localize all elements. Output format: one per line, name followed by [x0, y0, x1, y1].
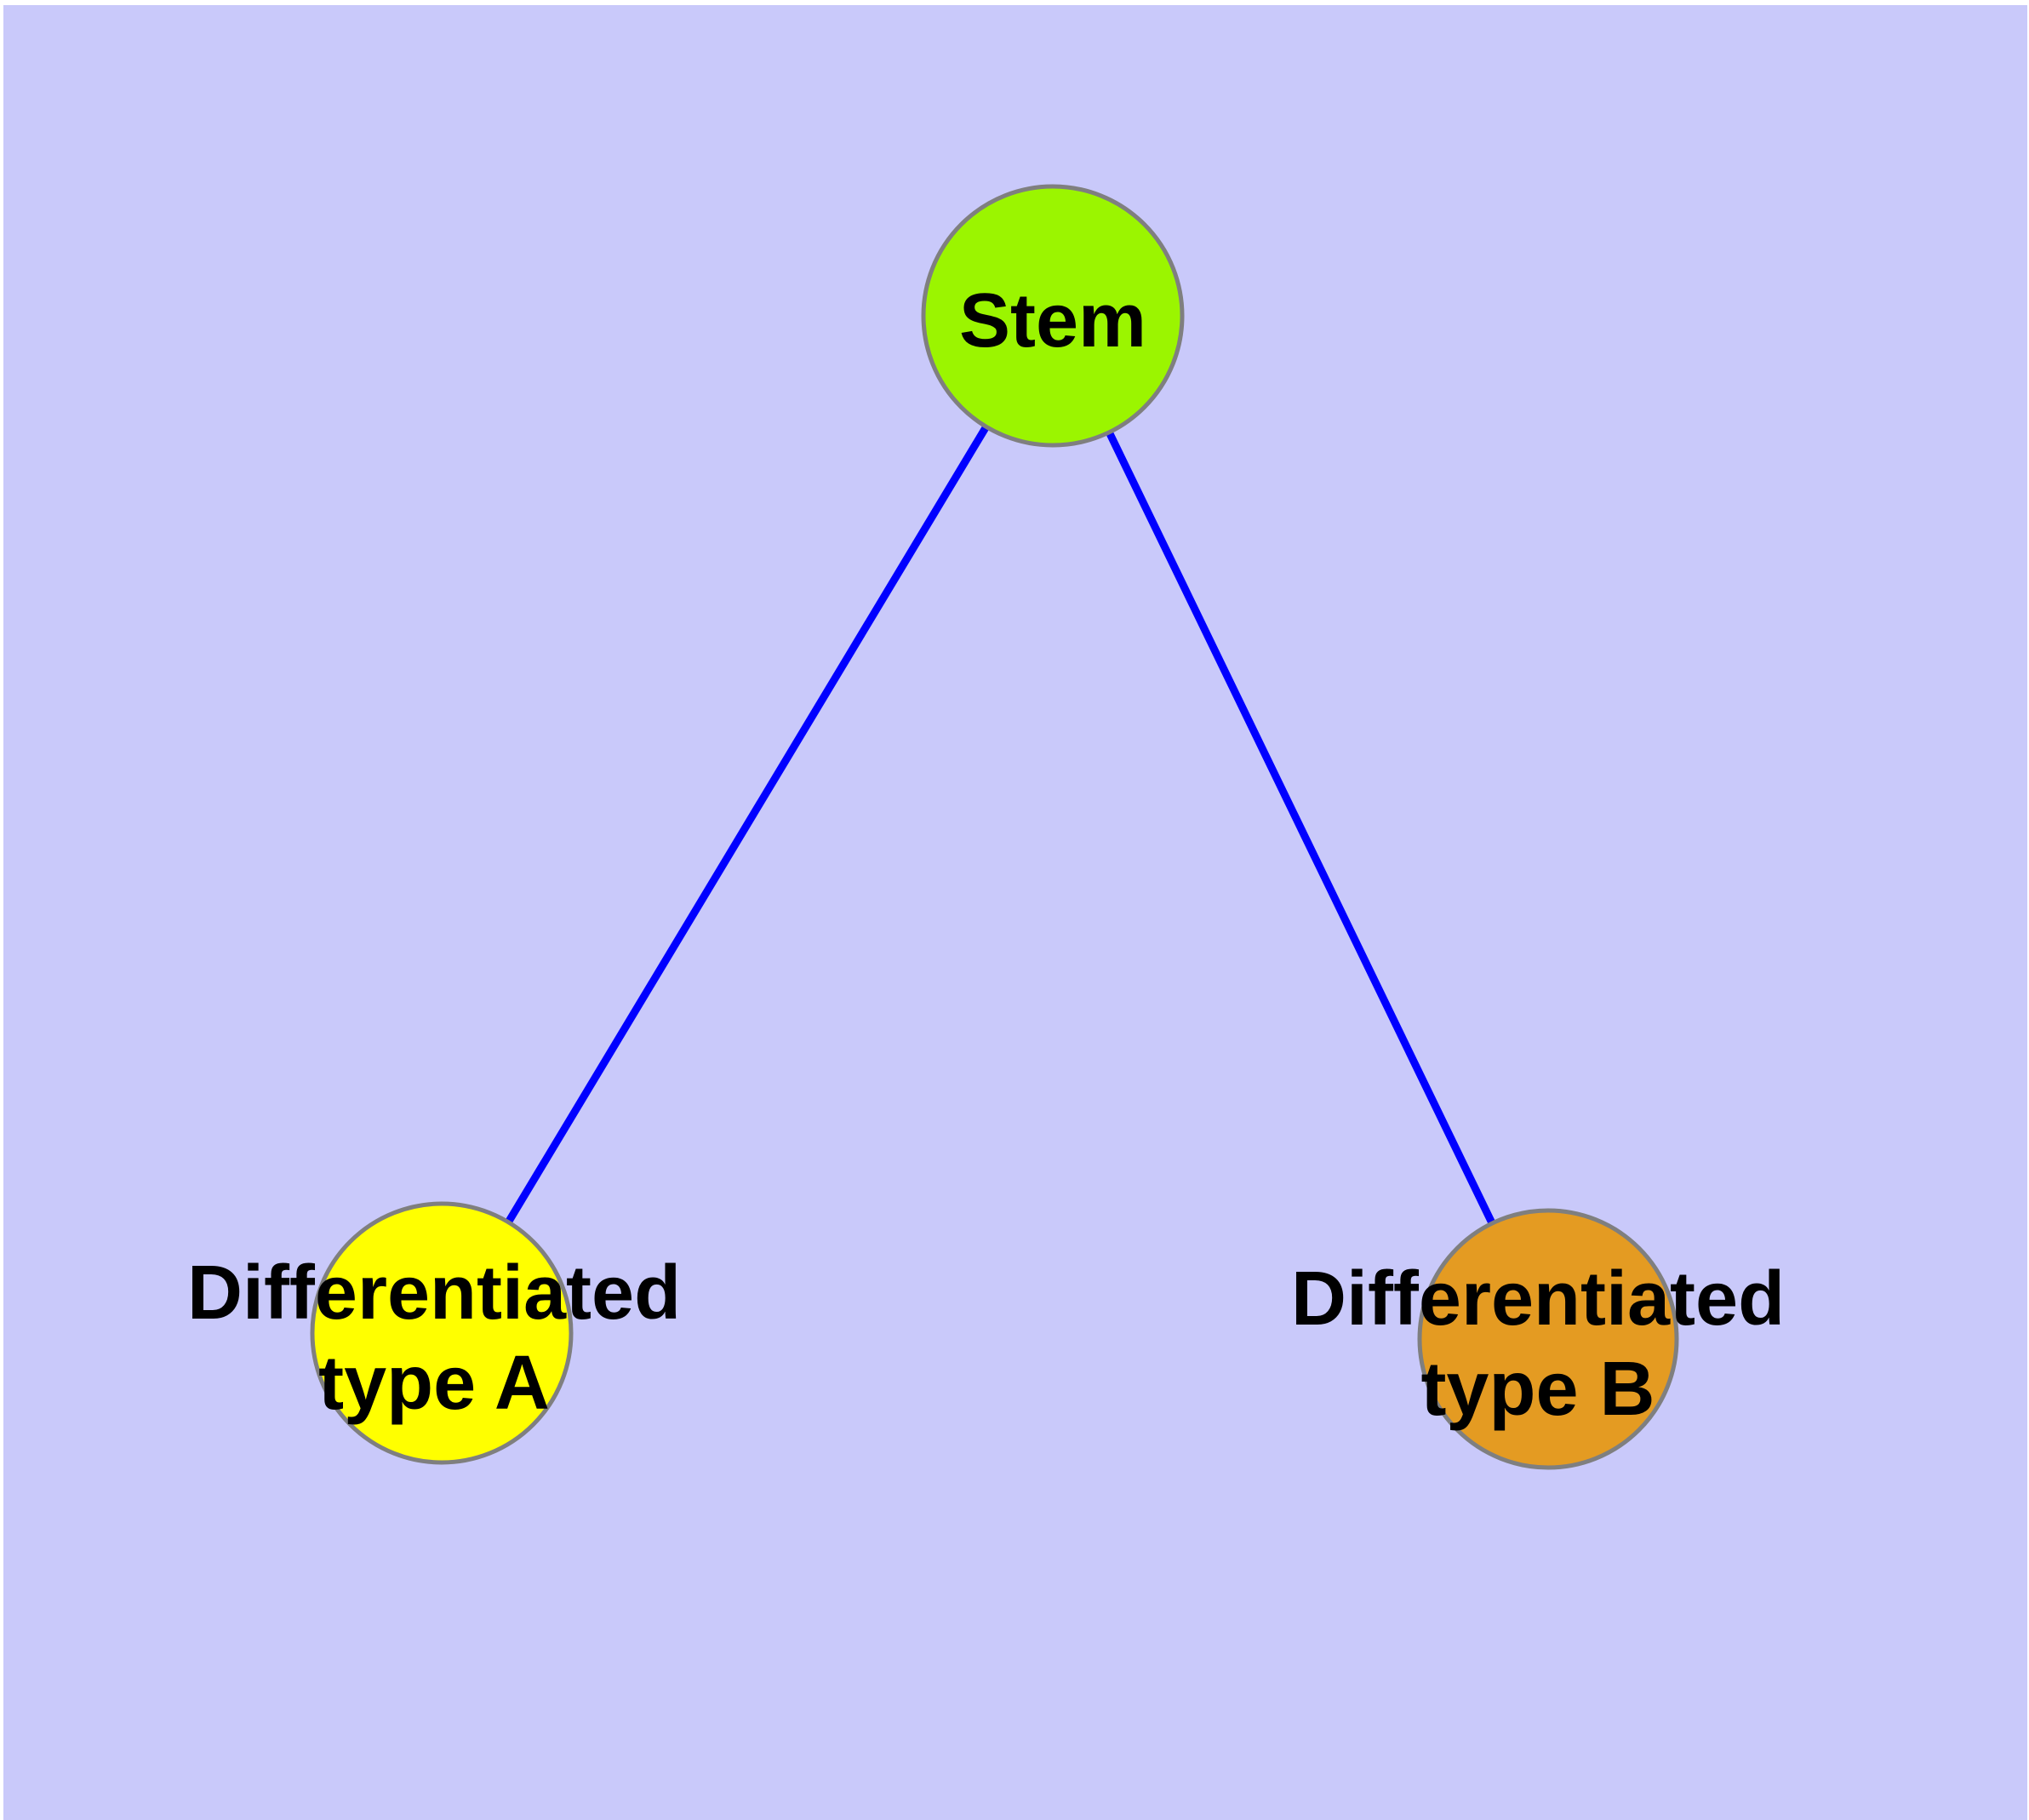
- type-a-node-label: Differentiated type A: [187, 1248, 681, 1428]
- type-b-label-line1: Differentiated: [1290, 1256, 1786, 1342]
- stem-node-label: Stem: [959, 276, 1146, 366]
- stem-node-label-text: Stem: [958, 278, 1147, 363]
- edge-stem-to-type-b: [1049, 314, 1552, 1341]
- type-b-label-line2: type B: [1420, 1347, 1655, 1432]
- type-a-node-circle: [310, 1201, 574, 1465]
- stem-node-circle: [921, 184, 1185, 448]
- type-b-node-label: Differentiated type B: [1291, 1254, 1785, 1434]
- type-b-node-circle: [1417, 1208, 1679, 1470]
- type-a-label-line2: type A: [318, 1341, 550, 1426]
- type-a-label-line1: Differentiated: [186, 1251, 682, 1336]
- edge-stem-to-type-a: [438, 313, 1056, 1336]
